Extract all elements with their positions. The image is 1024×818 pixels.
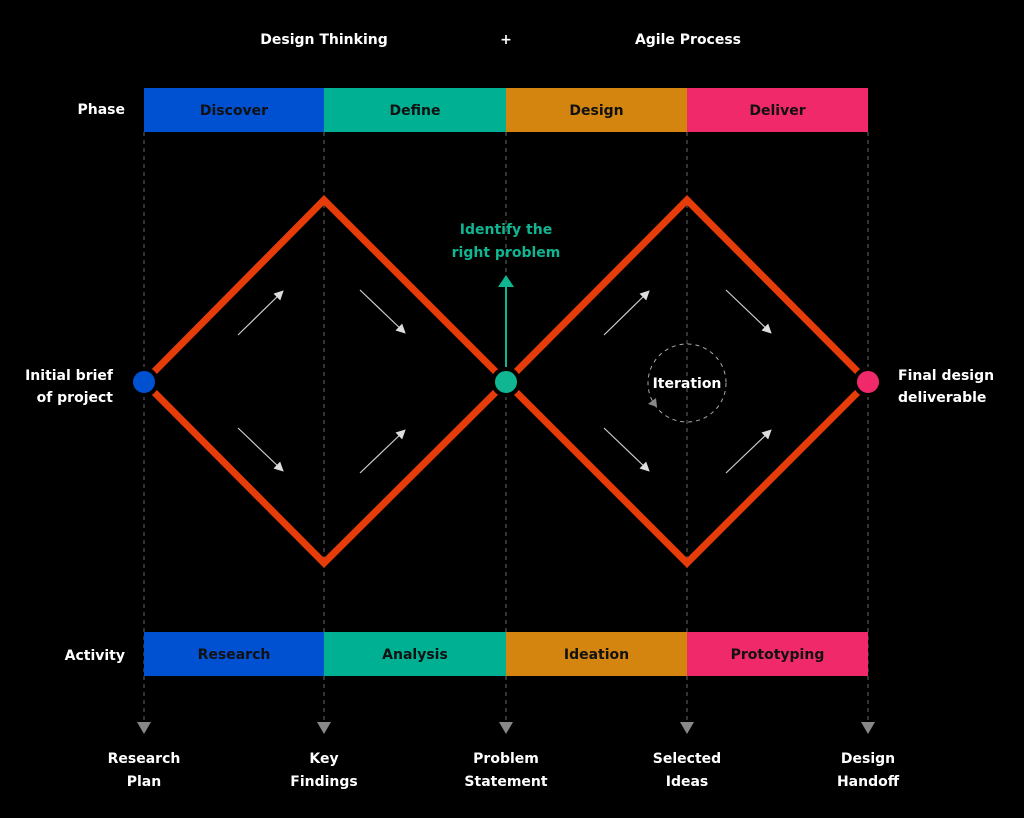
phase-segment-label: Design	[569, 103, 623, 119]
down-arrow-icon	[861, 722, 875, 734]
end-node	[853, 367, 883, 397]
down-arrow-icon	[499, 722, 513, 734]
activity-segment	[687, 632, 868, 676]
end-label-line1: Final design	[898, 368, 994, 384]
phase-segment	[687, 88, 868, 132]
output-label-line2: Plan	[127, 774, 161, 790]
center-node	[491, 367, 521, 397]
phase-label: Phase	[77, 102, 125, 118]
phase-segment-label: Define	[390, 103, 441, 119]
end-label-line2: deliverable	[898, 390, 986, 406]
output-label-line2: Statement	[464, 774, 547, 790]
iteration-label: Iteration	[653, 376, 722, 392]
guide-lines	[143, 132, 869, 720]
down-arrow-icon	[137, 722, 151, 734]
flow-arrows	[237, 289, 772, 474]
phase-segment-label: Deliver	[749, 103, 805, 119]
phase-segment	[506, 88, 687, 132]
activity-segment	[324, 632, 506, 676]
center-label-line1: Identify the	[460, 222, 552, 238]
center-label-line2: right problem	[452, 245, 561, 261]
down-arrow-icon	[317, 722, 331, 734]
output-label-line2: Ideas	[666, 774, 709, 790]
activity-segment-label: Analysis	[382, 647, 448, 663]
output-label-line1: Design	[841, 751, 895, 767]
activity-segment-label: Research	[198, 647, 271, 663]
phase-segment	[144, 88, 324, 132]
output-label-line2: Findings	[290, 774, 357, 790]
output-label-line1: Selected	[653, 751, 721, 767]
activity-label: Activity	[65, 648, 125, 664]
down-arrow-icon	[680, 722, 694, 734]
iteration-arrow-icon	[648, 398, 657, 407]
up-arrow-icon	[498, 275, 514, 287]
start-label-line2: of project	[37, 390, 114, 406]
header-agile-process: Agile Process	[635, 32, 741, 48]
start-node	[129, 367, 159, 397]
output-label-line1: Key	[309, 751, 338, 767]
phase-segment	[324, 88, 506, 132]
guide-arrowheads	[137, 722, 875, 734]
output-label-line1: Problem	[473, 751, 539, 767]
output-label-line1: Research	[108, 751, 181, 767]
activity-segment-label: Prototyping	[731, 647, 825, 663]
activity-bar: Research Analysis Ideation Prototyping	[144, 632, 868, 676]
header-design-thinking: Design Thinking	[260, 32, 388, 48]
iteration-cycle	[647, 343, 727, 423]
phase-segment-label: Discover	[200, 103, 268, 119]
phase-bar: Discover Define Design Deliver	[144, 88, 868, 132]
header-plus: +	[500, 32, 512, 48]
output-label-line2: Handoff	[837, 774, 900, 790]
activity-segment	[144, 632, 324, 676]
activity-segment-label: Ideation	[564, 647, 629, 663]
start-label-line1: Initial brief	[25, 368, 114, 384]
activity-segment	[506, 632, 687, 676]
